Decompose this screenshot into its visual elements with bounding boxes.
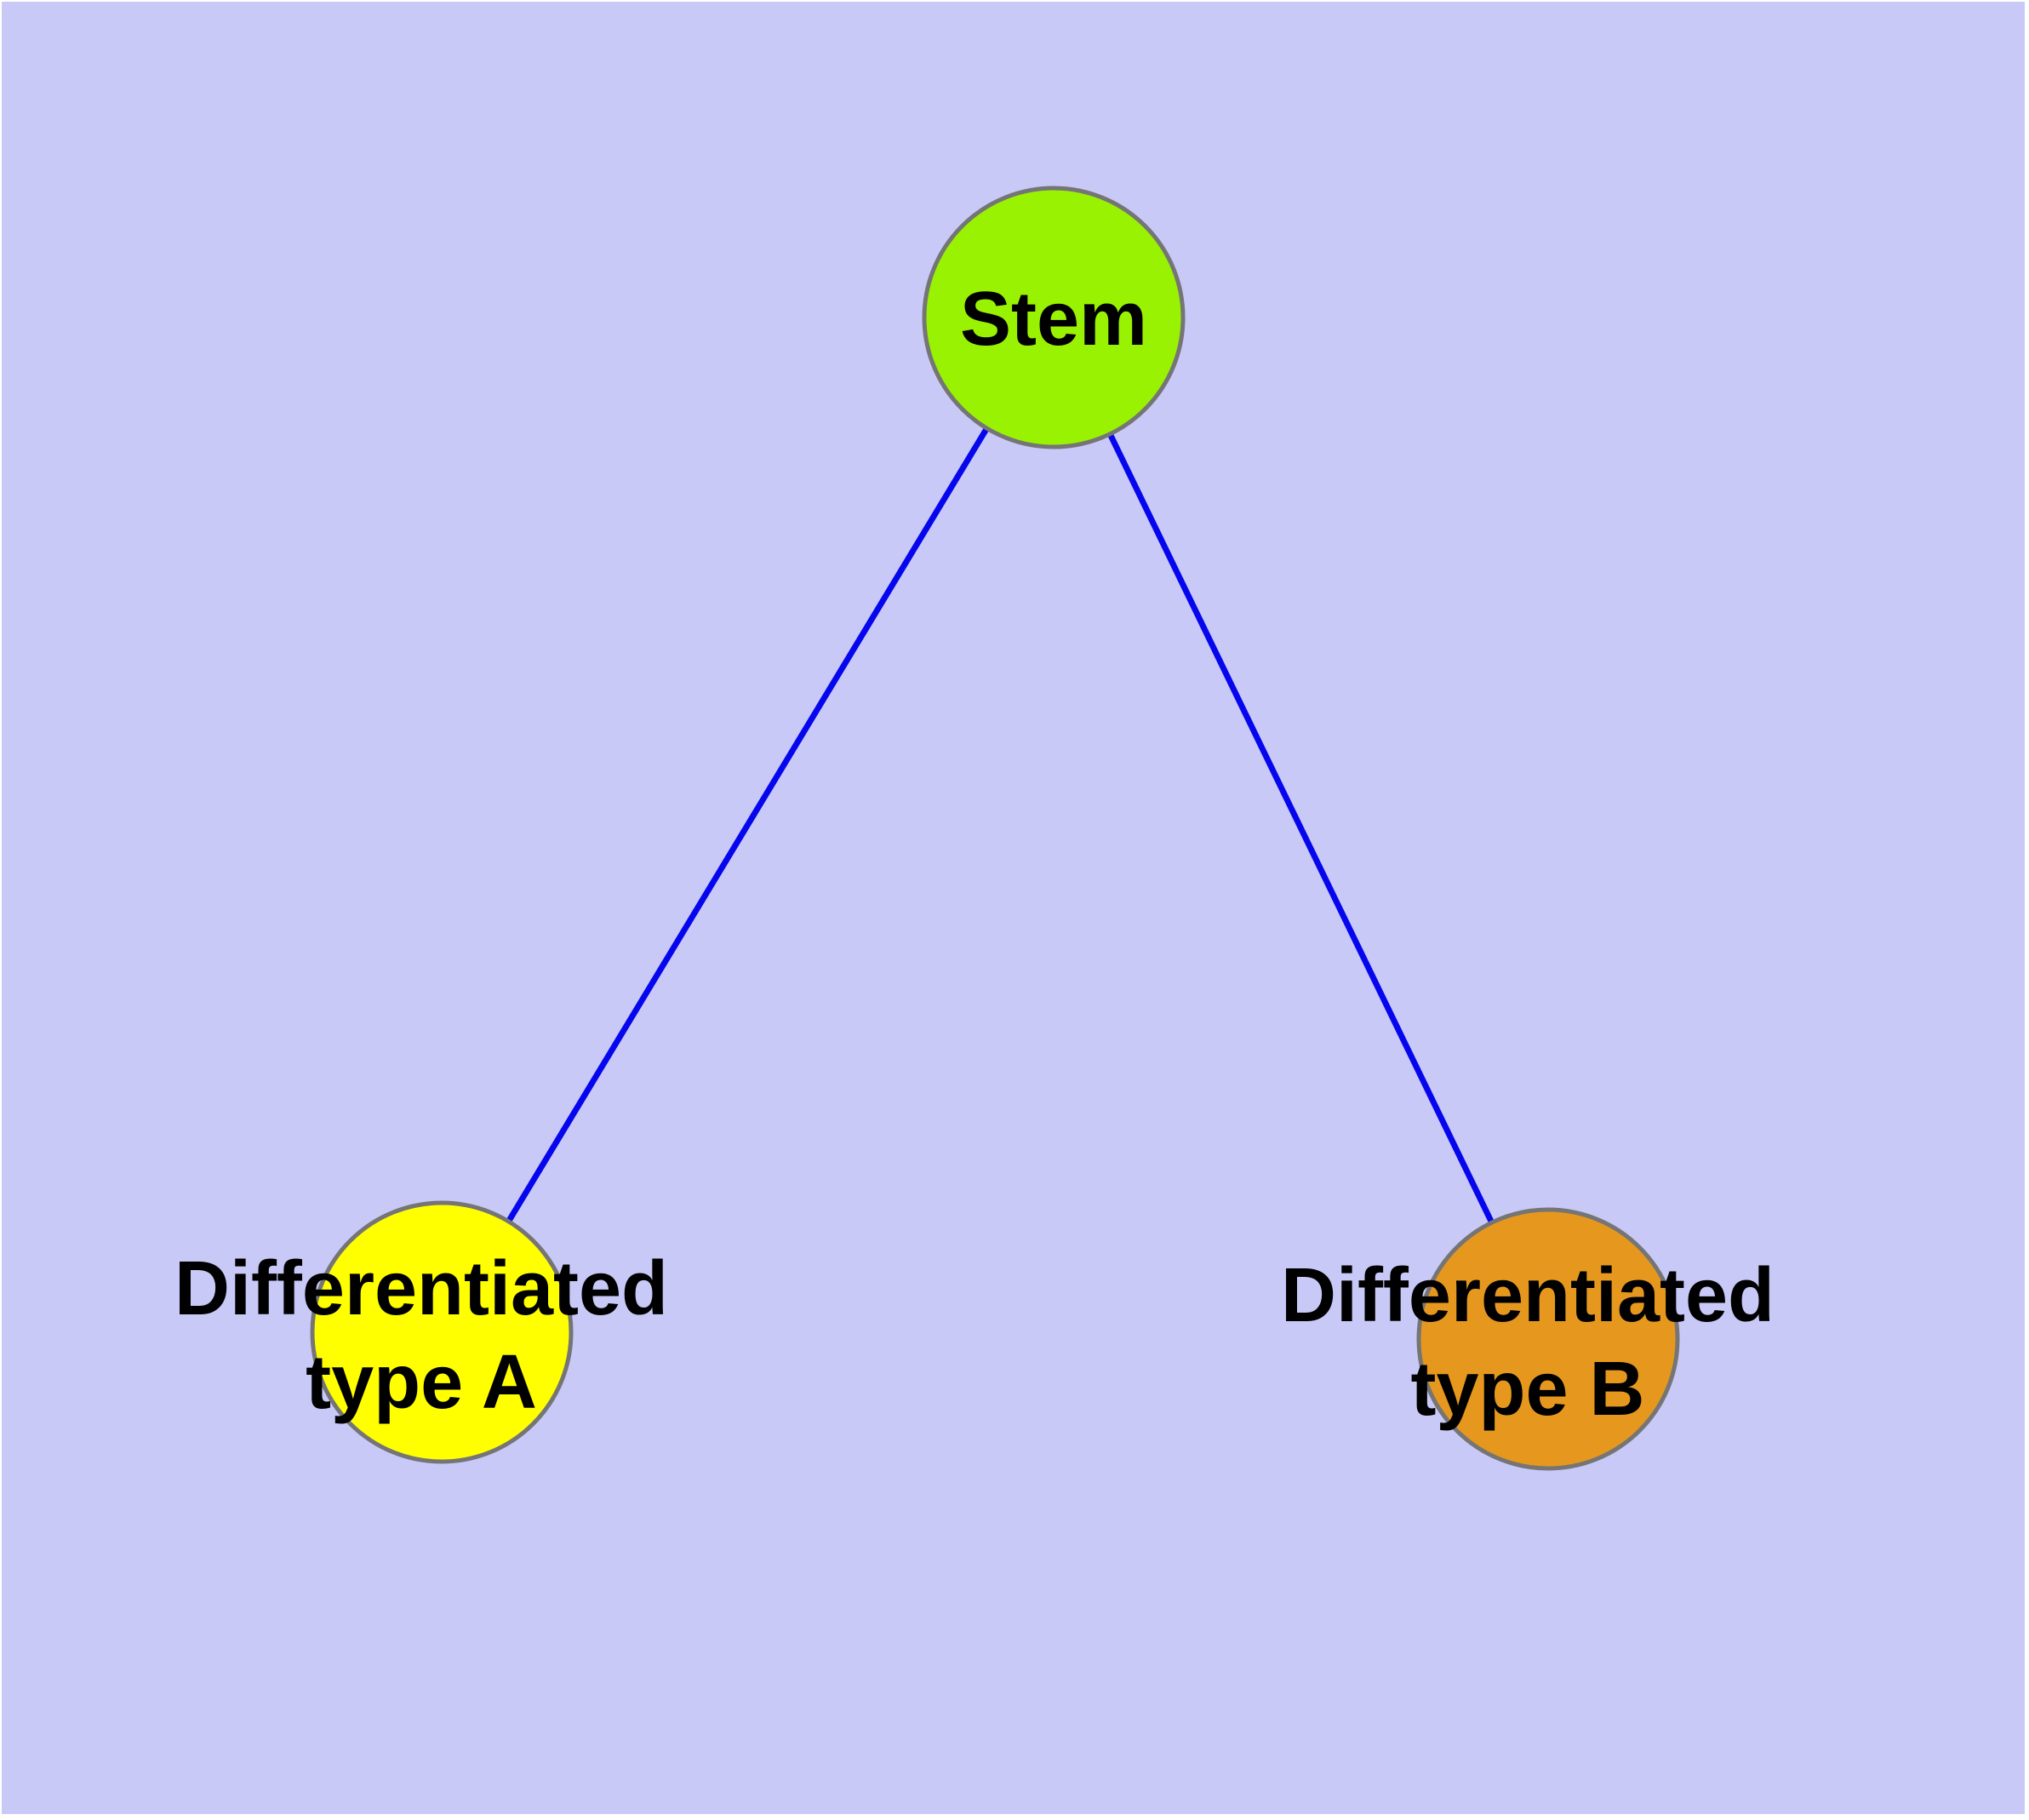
edge-stem-to-type-b — [1050, 316, 1552, 1341]
node-type-b-label-line2: type B — [1410, 1347, 1644, 1432]
node-type-a-label-line1: Differentiated — [174, 1246, 668, 1331]
node-type-a-label-line2: type A — [306, 1340, 537, 1425]
node-stem — [922, 186, 1186, 449]
node-differentiated-type-a — [310, 1200, 574, 1464]
edge-stem-to-type-a — [439, 316, 1056, 1334]
node-type-b-label-line1: Differentiated — [1281, 1253, 1775, 1338]
node-differentiated-type-b — [1416, 1207, 1680, 1471]
node-stem-label: Stem — [960, 277, 1147, 362]
